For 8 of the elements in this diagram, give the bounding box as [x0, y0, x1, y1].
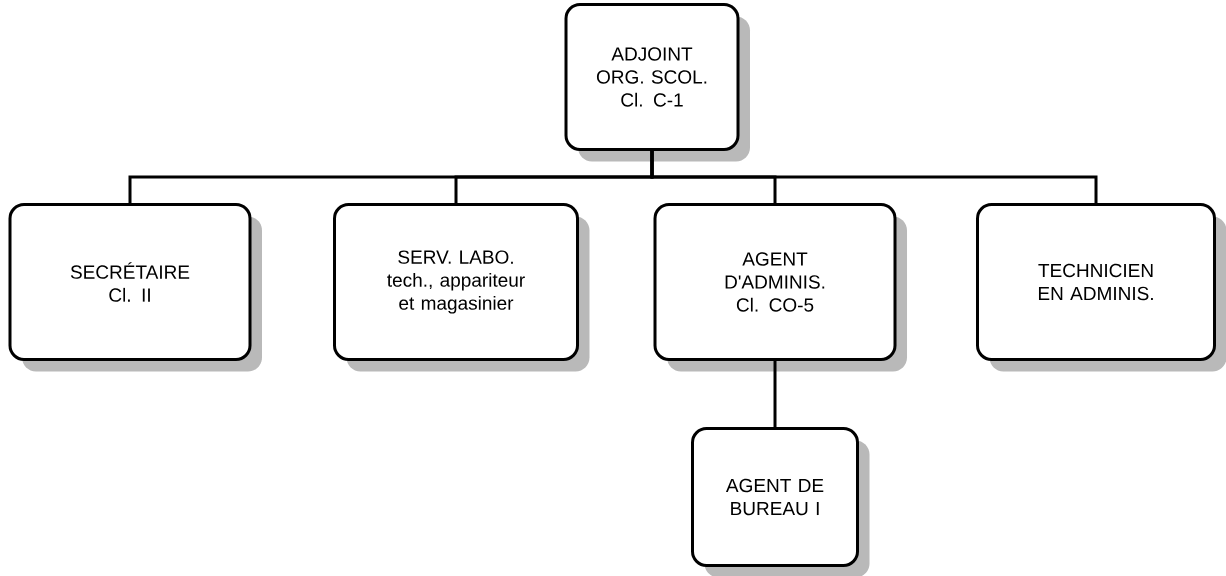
org-box: SECRÉTAIRE Cl. II — [8, 203, 262, 372]
org-box: SERV. LABO. tech., appariteur et magasinier — [333, 203, 590, 372]
org-box: ADJOINT ORG. SCOL. Cl. C-1 — [564, 3, 750, 162]
org-box: AGENT D'ADMINIS. Cl. CO-5 — [653, 203, 907, 372]
org-box: TECHNICIEN EN ADMINIS. — [976, 203, 1226, 372]
connector-line — [650, 151, 1098, 203]
connector-line — [773, 361, 777, 427]
org-box: AGENT DE BUREAU I — [691, 427, 870, 576]
